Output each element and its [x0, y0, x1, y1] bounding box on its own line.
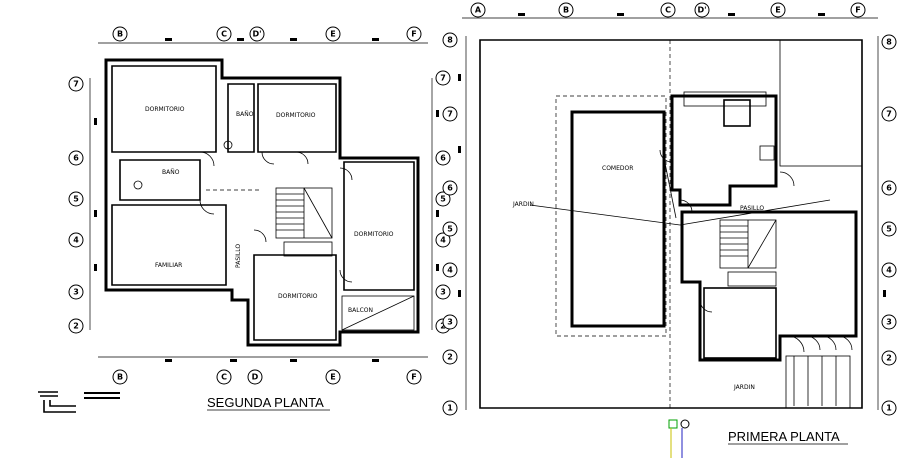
second-floor-plan: DORMITORIO DORMITORIO BAÑO BAÑO FAMILIAR…	[38, 26, 451, 413]
axis-label: 1	[447, 404, 453, 413]
first-right-axis-markers: 8 7 6 5 4 3 2 1	[881, 34, 897, 416]
axis-label: B	[117, 373, 123, 382]
axis-label: D	[252, 373, 259, 382]
axis-label: 8	[886, 38, 892, 47]
axis-label: D'	[697, 6, 706, 15]
first-top-axis-markers: A B C D' E F	[470, 2, 866, 18]
room-jardin-bottom: JARDIN	[733, 384, 755, 391]
axis-label: C	[665, 6, 671, 15]
axis-label: 7	[886, 110, 892, 119]
axis-label: 6	[886, 184, 892, 193]
axis-label: B	[563, 6, 569, 15]
title-primera-planta: PRIMERA PLANTA	[728, 429, 840, 444]
axis-label: A	[475, 6, 482, 15]
axis-label: 4	[886, 266, 892, 275]
axis-label: 1	[886, 404, 892, 413]
second-left-axis-markers: 7 6 5 4 3 2	[68, 76, 84, 334]
axis-label: 8	[447, 36, 453, 45]
axis-label: 6	[73, 154, 79, 163]
axis-label: E	[330, 30, 335, 39]
axis-label: 5	[447, 225, 453, 234]
axis-label: F	[855, 6, 860, 15]
second-bottom-axis-markers: B C D E F	[112, 369, 422, 385]
room-pasillo-first: PASILLO	[740, 205, 764, 212]
title-segunda-planta: SEGUNDA PLANTA	[207, 395, 324, 410]
room-jardin-left: JARDIN	[512, 201, 534, 208]
axis-label: 6	[447, 184, 453, 193]
axis-label: 7	[447, 110, 453, 119]
axis-label: 3	[886, 318, 892, 327]
axis-label: 6	[440, 154, 446, 163]
axis-label: 7	[440, 74, 446, 83]
axis-label: F	[411, 373, 416, 382]
room-dormitorio-top-right: DORMITORIO	[276, 112, 316, 119]
axis-label: 7	[73, 80, 79, 89]
axis-label: E	[775, 6, 780, 15]
axis-label: C	[221, 373, 227, 382]
room-pasillo-second: PASILLO	[235, 244, 242, 268]
axis-label: 4	[447, 266, 453, 275]
legend-symbol	[38, 391, 120, 413]
axis-label: 3	[440, 288, 446, 297]
axis-label: 2	[73, 322, 79, 331]
axis-label: F	[411, 30, 416, 39]
axis-label: 5	[440, 195, 446, 204]
room-comedor: COMEDOR	[602, 165, 633, 172]
axis-label: D'	[252, 30, 261, 39]
axis-label: C	[221, 30, 227, 39]
second-right-axis-markers: 7 6 5 4 3 2	[435, 70, 451, 334]
first-floor-plan: COMEDOR JARDIN PASILLO JARDIN A B C D' E…	[442, 2, 897, 458]
axis-label: B	[117, 30, 123, 39]
room-dormitorio-right: DORMITORIO	[354, 231, 394, 238]
axis-label: 3	[447, 318, 453, 327]
axis-label: E	[330, 373, 335, 382]
axis-label: 2	[886, 354, 892, 363]
axis-label: 5	[886, 225, 892, 234]
axis-label: 5	[73, 195, 79, 204]
room-dormitorio-bottom: DORMITORIO	[278, 293, 318, 300]
axis-label: 4	[73, 236, 79, 245]
axis-label: 2	[447, 353, 453, 362]
room-bano-lower: BAÑO	[162, 169, 180, 176]
room-balcon: BALCON	[348, 307, 373, 314]
axis-label: 4	[440, 236, 446, 245]
second-top-axis-markers: B C D' E F	[112, 26, 422, 42]
room-dormitorio-top-left: DORMITORIO	[145, 106, 185, 113]
room-bano-upper: BAÑO	[236, 111, 254, 118]
axis-label: 3	[73, 288, 79, 297]
axis-label: 2	[440, 322, 446, 331]
first-left-axis-markers: 8 7 6 5 4 3 2 1	[442, 32, 458, 416]
room-familiar: FAMILIAR	[155, 262, 182, 269]
